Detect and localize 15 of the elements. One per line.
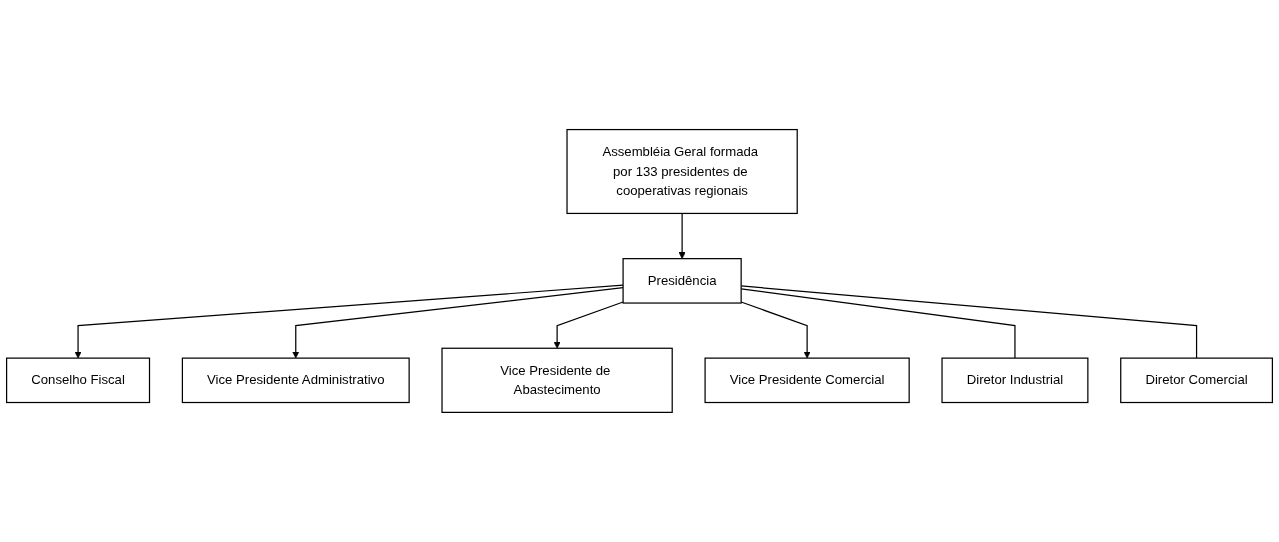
node-box: Presidência bbox=[622, 258, 742, 304]
arrow bbox=[678, 212, 686, 259]
node-box: Vice Presidente Comercial bbox=[704, 357, 910, 404]
arrow bbox=[740, 301, 811, 359]
arrow bbox=[292, 287, 624, 359]
arrow bbox=[553, 301, 624, 349]
node-box: Diretor Comercial bbox=[1120, 357, 1273, 404]
node-box: Assembléia Geral formada por 133 presidentes de cooperativas regionais bbox=[566, 128, 798, 215]
node-box: Vice Presidente de Abastecimento bbox=[441, 347, 673, 413]
connector bbox=[740, 288, 1016, 359]
arrow bbox=[74, 284, 624, 359]
node-box: Conselho Fiscal bbox=[6, 357, 151, 404]
node-box: Vice Presidente Administrativo bbox=[181, 357, 410, 404]
connector bbox=[740, 285, 1198, 359]
node-box: Diretor Industrial bbox=[941, 357, 1089, 404]
